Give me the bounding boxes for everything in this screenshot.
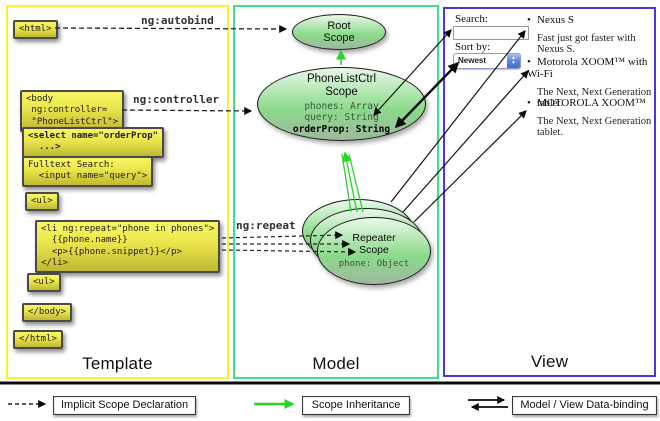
template-column-title: Template xyxy=(82,354,153,373)
sort-select-value: Newest xyxy=(458,56,487,65)
code-box-html-close: </html> xyxy=(13,330,63,350)
code-box-select: <select name="orderProp" ...> xyxy=(22,127,165,158)
phonelistctrl-scope-orderprop: orderProp: String xyxy=(292,123,391,135)
phone-snippet: Fast just got faster with Nexus S. xyxy=(537,33,636,55)
phone-list-item: • Nexus S Fast just got faster with Nexus… xyxy=(527,14,652,55)
legend-implicit-scope-declaration: Implicit Scope Declaration xyxy=(53,396,197,415)
phonelistctrl-scope-ellipse: PhoneListCtrl Scope phones: Array query:… xyxy=(257,67,426,141)
label-ng-repeat: ng:repeat xyxy=(236,219,296,232)
code-box-li-repeat: <li ng:repeat="phone in phones"> {{phone… xyxy=(35,220,221,273)
phone-snippet: The Next, Next Generation tablet. xyxy=(537,87,652,109)
label-ng-autobind: ng:autobind xyxy=(141,14,214,27)
root-scope-title: Root Scope xyxy=(323,19,355,44)
bullet-icon: • xyxy=(527,56,531,68)
phone-name: Nexus S xyxy=(537,14,574,26)
legend-scope-inheritance: Scope Inheritance xyxy=(302,396,410,415)
label-ng-controller: ng:controller xyxy=(133,93,220,106)
phone-name: MOTOROLA XOOM™ xyxy=(537,97,646,109)
code-box-body-open: <body ng:controller= "PhoneListCtrl"> xyxy=(20,90,125,132)
repeater-scope-ellipse-front: Repeater Scope phone: Object xyxy=(317,217,431,285)
code-box-body-close: </body> xyxy=(22,303,72,323)
repeater-scope-title: Repeater Scope xyxy=(352,232,396,256)
view-column-title: View xyxy=(530,352,569,371)
phonelistctrl-scope-props: phones: Array query: String xyxy=(304,100,379,123)
sort-select[interactable]: Newest ▲ ▼ xyxy=(453,53,521,69)
sort-by-label: Sort by: xyxy=(455,41,491,53)
search-label: Search: xyxy=(455,13,488,25)
phonelistctrl-scope-title: PhoneListCtrl Scope xyxy=(306,73,377,99)
phone-snippet: The Next, Next Generation tablet. xyxy=(537,116,652,138)
code-box-ul-close: <ul> xyxy=(27,273,61,293)
code-box-html-open: <html> xyxy=(13,20,58,40)
model-column: Model xyxy=(233,5,439,379)
model-column-title: Model xyxy=(312,354,360,373)
code-box-fulltext-search: Fulltext Search: <input name="query"> xyxy=(22,156,154,187)
bullet-icon: • xyxy=(527,97,531,109)
select-down-icon: ▼ xyxy=(511,60,516,65)
phone-name: Motorola XOOM™ with Wi-Fi xyxy=(527,56,648,80)
phone-list-item: • MOTOROLA XOOM™ The Next, Next Generatio… xyxy=(527,97,655,138)
repeater-scope-prop: phone: Object xyxy=(338,258,410,269)
search-input[interactable] xyxy=(453,26,529,40)
legend-model-view-databinding: Model / View Data-binding xyxy=(512,396,657,415)
root-scope-ellipse: Root Scope xyxy=(292,14,386,50)
bullet-icon: • xyxy=(527,14,531,26)
phone-list-item: •Motorola XOOM™ with Wi-Fi The Next, Nex… xyxy=(527,56,655,109)
select-arrows-icon: ▲ ▼ xyxy=(507,54,520,68)
code-box-ul-open: <ul> xyxy=(25,192,59,212)
